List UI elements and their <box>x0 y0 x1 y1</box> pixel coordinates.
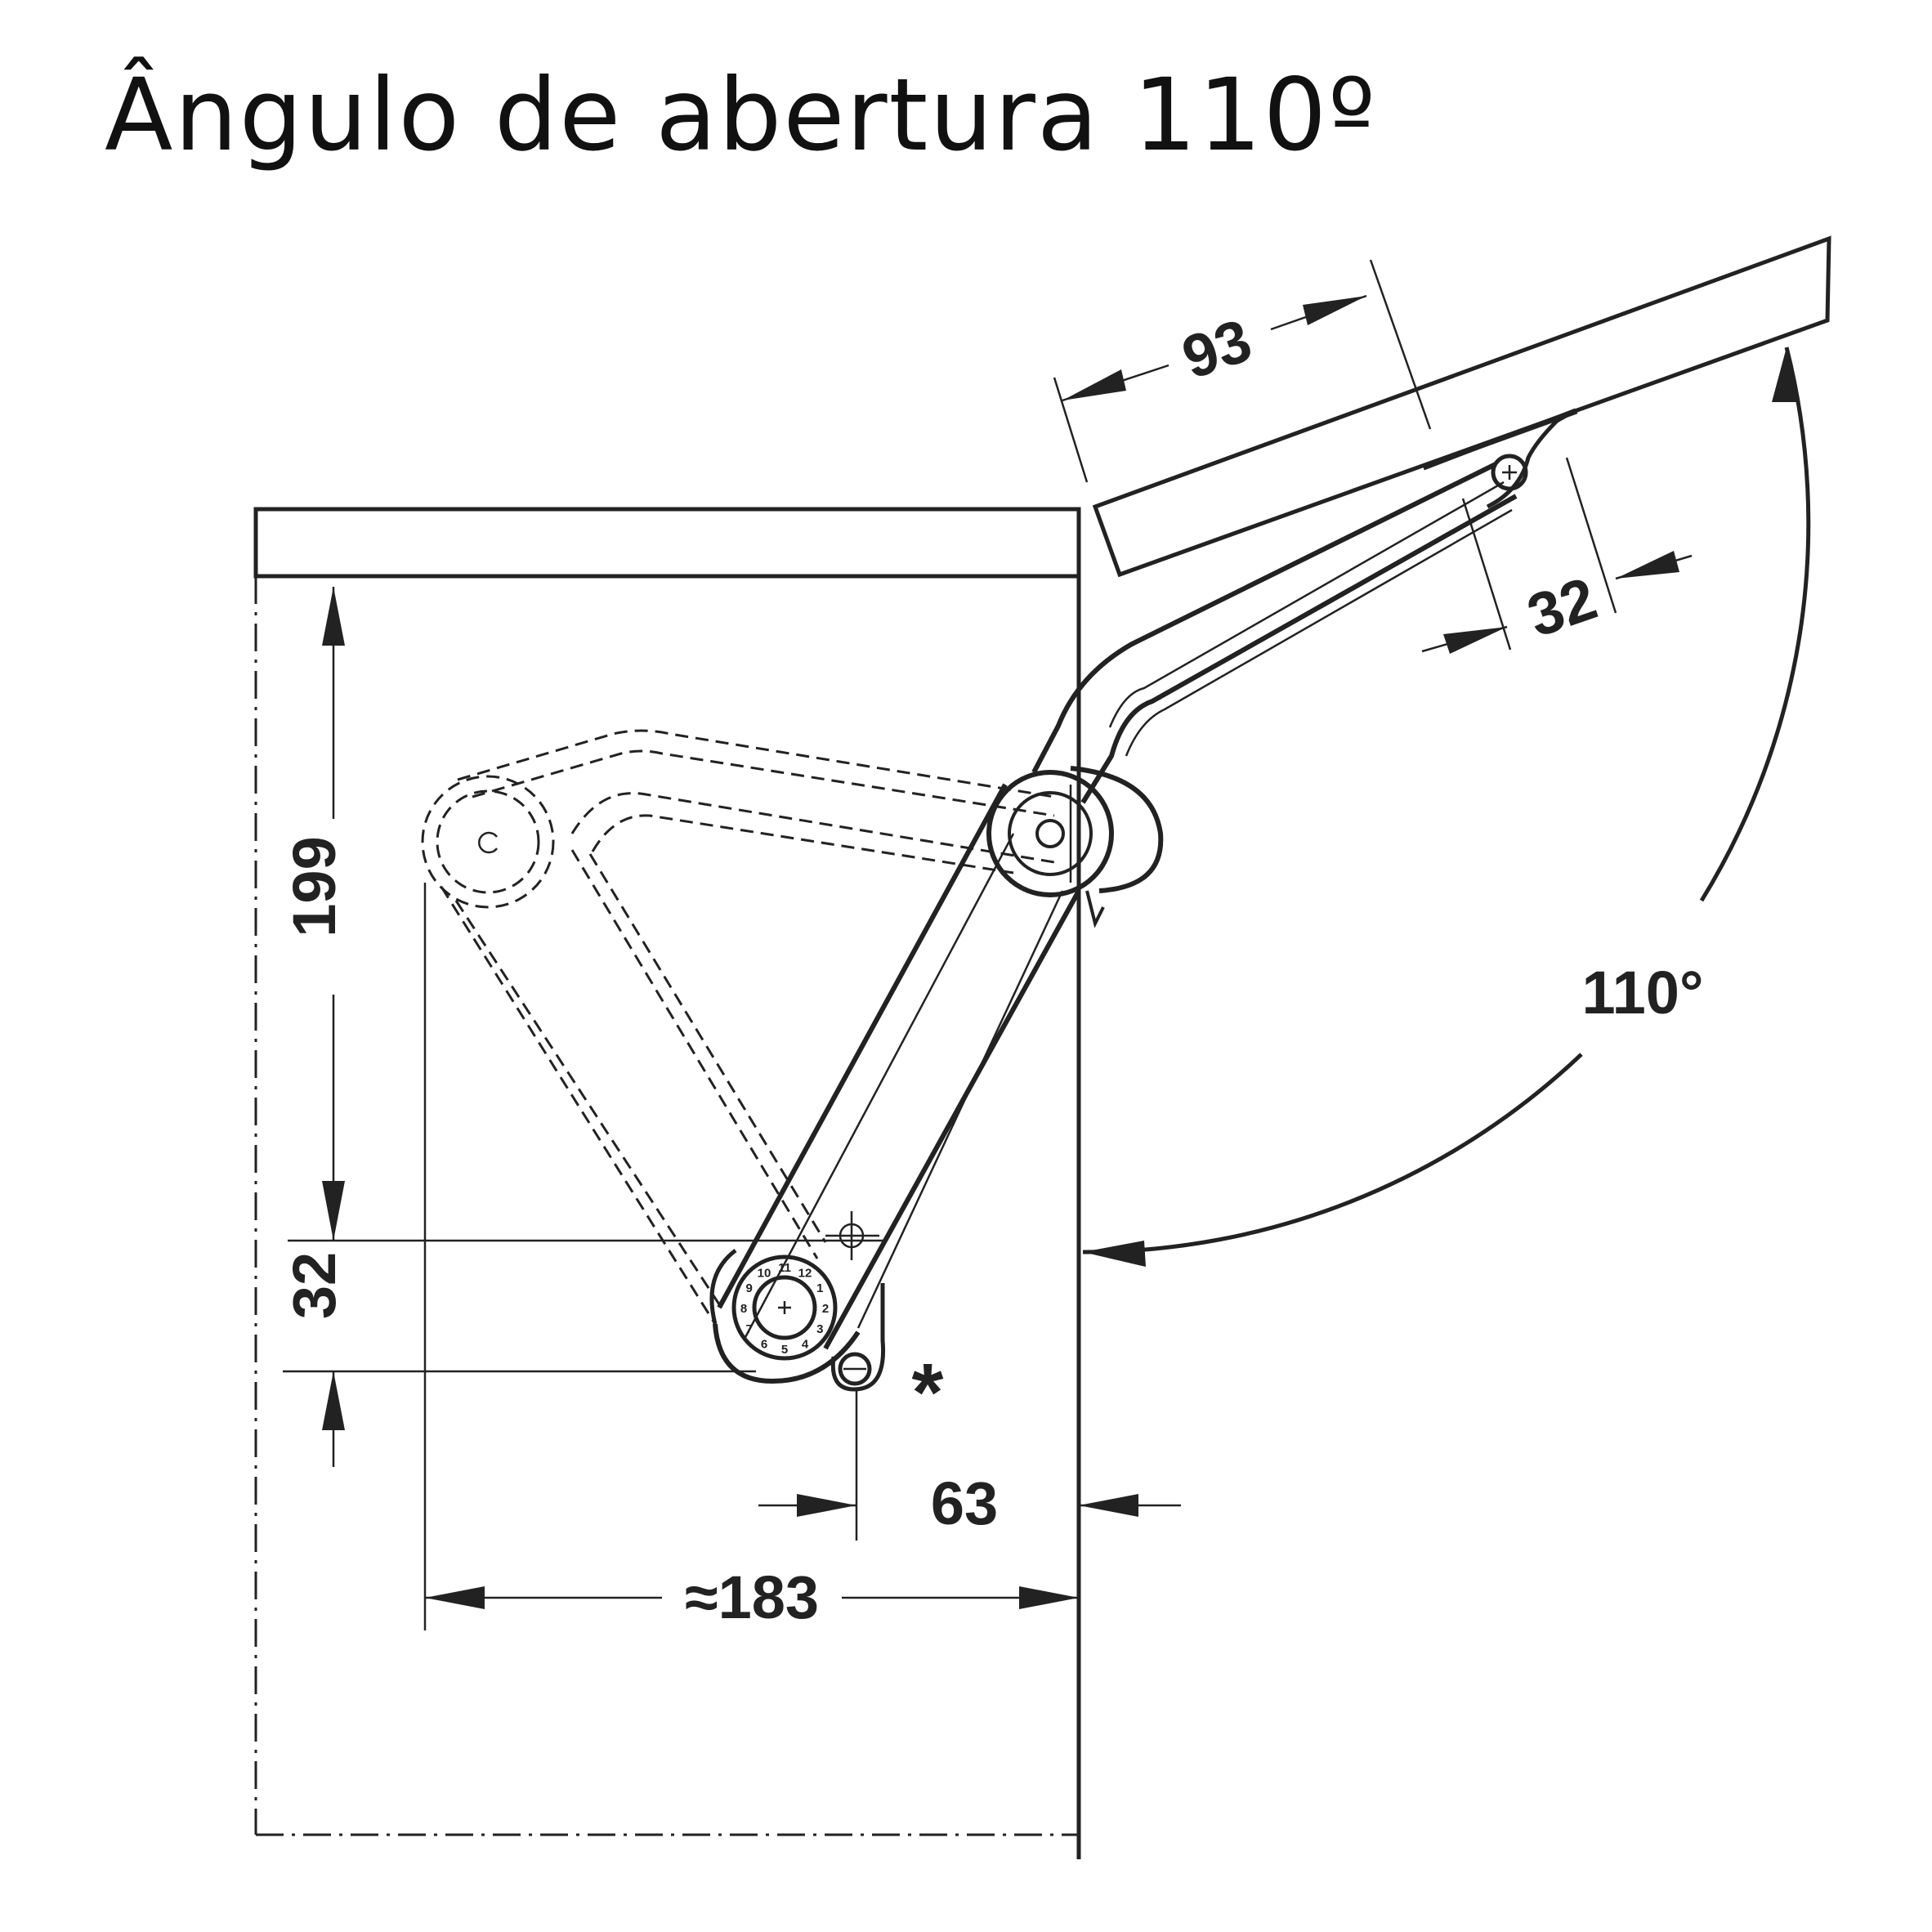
dial-number: 7 <box>746 1322 753 1336</box>
adjustment-dial <box>731 1254 838 1361</box>
angle-arc <box>1082 1053 1583 1254</box>
closed-upper-pivot <box>421 775 555 909</box>
lower-pivot-housing <box>713 1323 861 1384</box>
page-title: Ângulo de abertura 110º <box>105 57 1377 173</box>
dim-199: 199 <box>280 836 348 937</box>
dimension-lines <box>283 259 1811 1630</box>
dim-110-angle: 110° <box>1582 959 1704 1026</box>
base-screw <box>838 1352 872 1386</box>
dial-number: 2 <box>822 1302 829 1316</box>
upper-arm <box>1031 462 1497 774</box>
flap-screw <box>1491 454 1528 491</box>
dial-number: 11 <box>778 1261 791 1275</box>
dial-number: 8 <box>740 1302 747 1316</box>
closed-position-mechanism <box>421 729 1055 1325</box>
dim-63: 63 <box>931 1469 998 1537</box>
cabinet-top-panel <box>253 507 1081 579</box>
main-arm <box>717 783 1008 1309</box>
dial-number: 3 <box>816 1322 823 1336</box>
dim-32-vertical: 32 <box>280 1252 348 1319</box>
dial-number: 6 <box>761 1337 767 1351</box>
dial-number: 4 <box>802 1337 809 1351</box>
dial-number: 5 <box>781 1343 788 1357</box>
dim-32-flap: 32 <box>1519 564 1605 650</box>
dial-number: 10 <box>758 1267 771 1281</box>
dial-number: 9 <box>746 1281 753 1295</box>
upper-pivot-screw <box>1035 819 1065 848</box>
dial-number: 1 <box>816 1281 823 1295</box>
dial-number: 12 <box>798 1267 812 1281</box>
upper-pivot-outer <box>986 770 1114 897</box>
upper-pivot-inner <box>1008 791 1093 876</box>
dim-183: ≈183 <box>685 1563 819 1631</box>
flap-door <box>1092 235 1831 578</box>
dim-93: 93 <box>1174 306 1259 391</box>
flap-mounting-plate <box>1423 408 1577 509</box>
cabinet <box>253 507 1081 1859</box>
footnote-asterisk: * <box>912 1347 944 1438</box>
